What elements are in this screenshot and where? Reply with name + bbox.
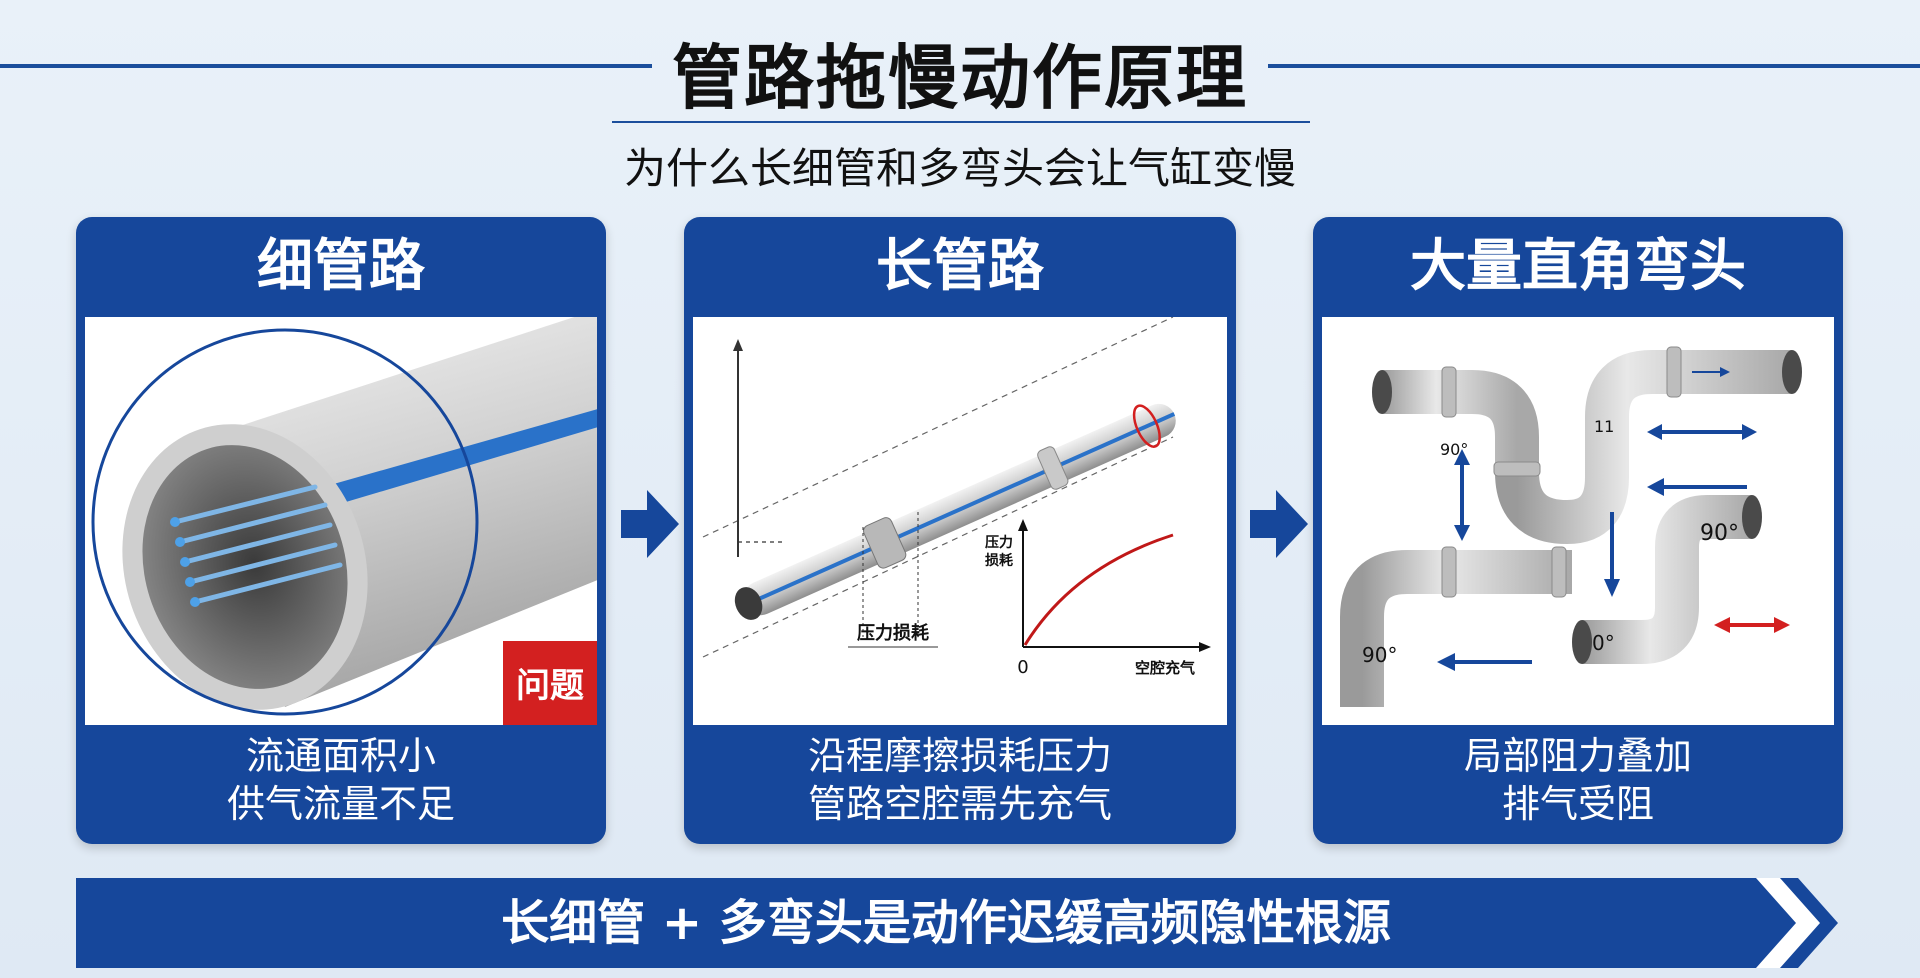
panel-long-pipe: 长管路: [684, 217, 1236, 844]
panel-desc-long-pipe: 沿程摩擦损耗压力 管路空腔需先充气: [684, 732, 1236, 828]
panel-title-long-pipe: 长管路: [876, 234, 1044, 299]
summary-banner: 长细管 + 多弯头是动作迟缓高频隐性根源: [76, 878, 1846, 968]
page-title: 管路拖慢动作原理: [672, 37, 1248, 119]
pressure-loss-label: 压力损耗: [857, 622, 929, 644]
panel-desc-thin-pipe: 流通面积小 供气流量不足: [76, 732, 606, 828]
desc-line: 排气受阻: [1501, 782, 1654, 826]
panel-title-elbows: 大量直角弯头: [1410, 234, 1746, 299]
panel-desc-elbows: 局部阻力叠加 排气受阻: [1313, 732, 1843, 828]
desc-line: 沿程摩擦损耗压力: [807, 734, 1112, 778]
panel-title-thin-pipe: 细管路: [257, 234, 425, 299]
problem-badge: [503, 641, 597, 725]
elbows-illustration: 90° 11 90° 90° 0°: [1322, 317, 1834, 725]
desc-line: 局部阻力叠加: [1463, 734, 1692, 778]
long-pipe-svg: 压力损耗 压力损耗 0 空腔充气: [702, 317, 1211, 678]
graph-origin: 0: [1017, 657, 1028, 678]
elbow-label: 90°: [1440, 440, 1468, 459]
panel-thin-pipe: 细管路: [76, 217, 606, 844]
elbows-svg: 90° 11 90° 90° 0°: [1340, 346, 1802, 707]
title-rule-left: [0, 64, 652, 68]
banner-shape: [76, 878, 1816, 968]
thin-pipe-illustration: 问题: [85, 317, 597, 725]
title-rule-right: [1268, 64, 1920, 68]
desc-line: 供气流量不足: [226, 782, 455, 826]
thin-pipe-svg: 问题: [91, 317, 597, 725]
elbow-label: 90°: [1362, 643, 1397, 667]
arrow-right-icon: [1250, 490, 1308, 558]
arrow-right-icon: [621, 490, 679, 558]
elbow-label: 90°: [1700, 521, 1739, 546]
elbow-label: 0°: [1592, 631, 1615, 655]
panel-elbows: 大量直角弯头: [1313, 217, 1843, 844]
graph-ylabel: 压力损耗: [985, 534, 1013, 569]
desc-line: 管路空腔需先充气: [807, 782, 1112, 826]
summary-banner-text: 长细管 + 多弯头是动作迟缓高频隐性根源: [501, 895, 1391, 951]
chevron-right-icon: [1756, 878, 1838, 968]
subtitle-rule: [612, 121, 1310, 123]
graph-xlabel: 空腔充气: [1135, 659, 1195, 677]
problem-badge-text: 问题: [516, 666, 584, 706]
desc-line: 流通面积小: [245, 734, 436, 778]
long-pipe-illustration: 压力损耗 压力损耗 0 空腔充气: [693, 317, 1227, 725]
page-subtitle: 为什么长细管和多弯头会让气缸变慢: [623, 144, 1296, 193]
elbow-label: 11: [1594, 417, 1614, 436]
